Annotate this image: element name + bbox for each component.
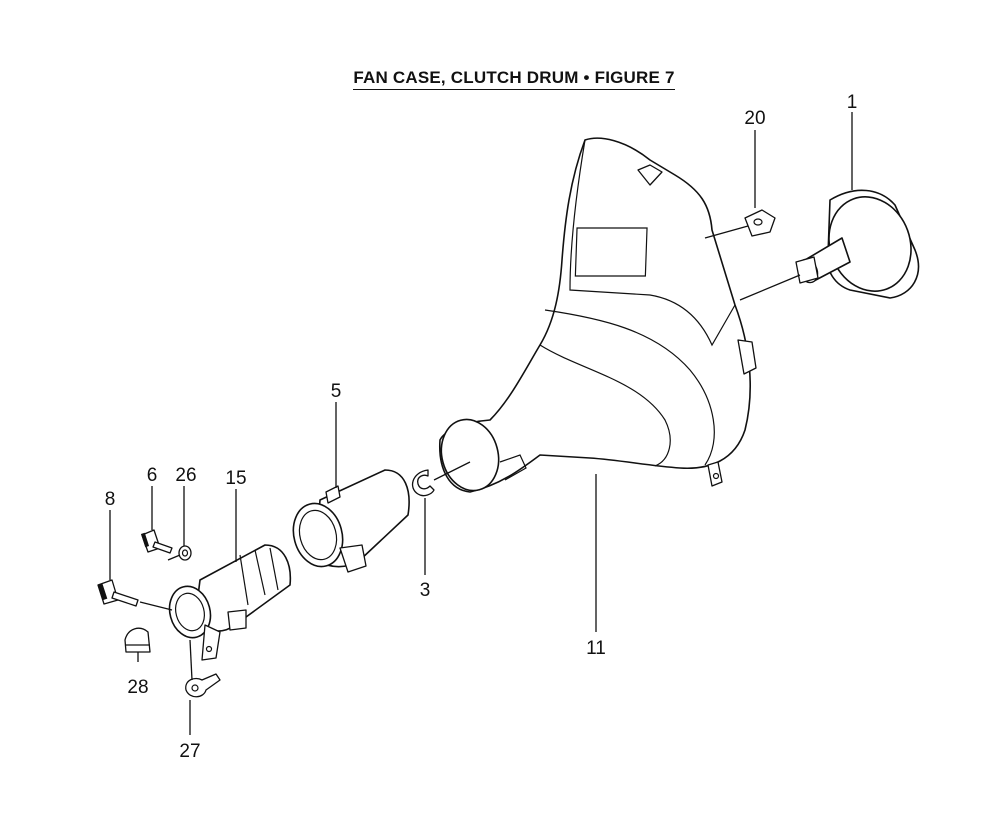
part-fan-case — [439, 137, 757, 493]
callout-26: 26 — [175, 465, 196, 486]
callout-8: 8 — [105, 489, 116, 510]
part-bolt-6 — [140, 529, 173, 554]
part-nut — [744, 209, 776, 237]
callout-15: 15 — [225, 468, 246, 489]
callout-11: 11 — [586, 638, 606, 659]
figure-label: FIGURE 7 — [594, 68, 675, 87]
part-washer — [178, 545, 192, 561]
leader-lines — [109, 112, 853, 735]
figure-title: FAN CASE, CLUTCH DRUM • FIGURE 7 — [0, 68, 1000, 90]
part-clutch-drum — [795, 189, 920, 299]
callout-3: 3 — [420, 580, 431, 601]
part-key — [124, 627, 151, 653]
callout-labels: 1 20 5 3 11 6 26 15 8 28 27 — [105, 92, 858, 762]
callout-28: 28 — [127, 677, 148, 698]
part-shaft-housing — [168, 544, 292, 661]
callout-5: 5 — [331, 381, 342, 402]
callout-6: 6 — [147, 465, 158, 486]
title-text: FAN CASE, CLUTCH DRUM — [353, 68, 579, 87]
callout-20: 20 — [744, 108, 765, 129]
title-separator: • — [583, 68, 590, 87]
callout-27: 27 — [179, 741, 200, 762]
callout-1: 1 — [847, 92, 858, 113]
part-bolt-8 — [97, 579, 139, 607]
part-plate — [185, 673, 221, 698]
part-tube-clamp — [292, 469, 410, 573]
part-circlip — [411, 469, 435, 497]
